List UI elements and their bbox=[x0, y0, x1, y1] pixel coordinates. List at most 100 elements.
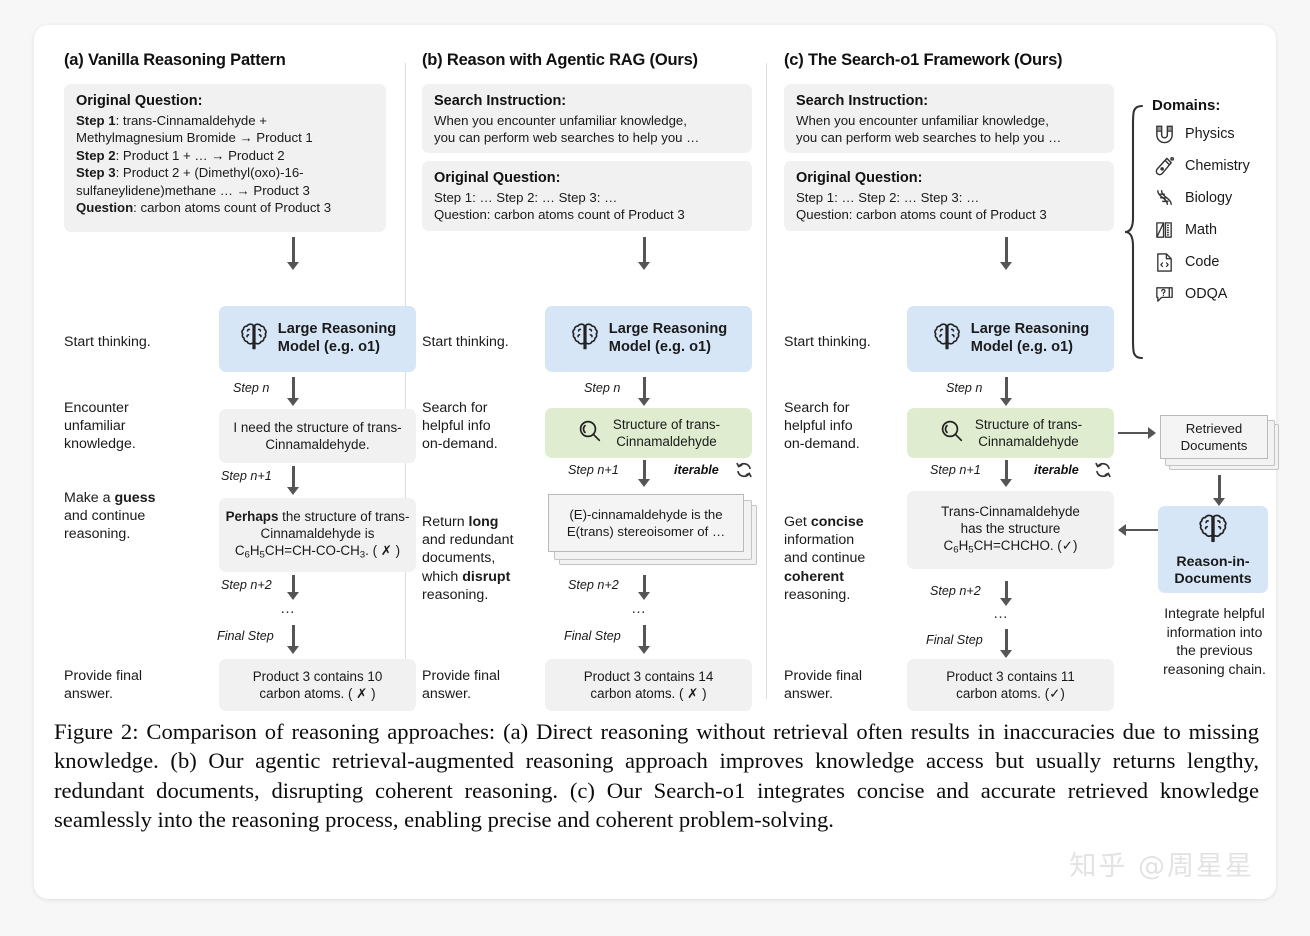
arrow-model-to-search-b bbox=[637, 377, 651, 407]
arrow-to-answer-b bbox=[637, 625, 651, 655]
figure-card: (a) Vanilla Reasoning Pattern Original Q… bbox=[34, 25, 1279, 899]
ellipsis-b: … bbox=[631, 600, 647, 617]
search-instruction-panel-b: Search Instruction: When you encounter u… bbox=[422, 84, 752, 153]
brain-icon bbox=[932, 321, 962, 357]
arrow-search-to-retrieved-docs bbox=[1118, 426, 1156, 440]
brain-icon bbox=[239, 321, 269, 357]
brain-icon bbox=[570, 321, 600, 357]
code-file-icon bbox=[1152, 251, 1176, 273]
domain-label: Physics bbox=[1185, 126, 1235, 142]
domain-label: ODQA bbox=[1185, 286, 1228, 302]
magnet-icon bbox=[1152, 123, 1176, 145]
arrow-docs-to-reason-in-docs bbox=[1212, 475, 1226, 507]
question-bubble-icon bbox=[1152, 283, 1176, 305]
side-label-start-thinking-b: Start thinking. bbox=[422, 334, 509, 350]
thought-node-a-1-text: I need the structure of trans-Cinnamalde… bbox=[233, 419, 402, 452]
arrow-search-to-concise-c bbox=[999, 460, 1013, 488]
step-label-n2-c: Step n+2 bbox=[930, 584, 981, 598]
arrow-question-to-model-c bbox=[999, 237, 1013, 271]
magnifier-icon bbox=[577, 418, 603, 448]
step-label-n-b: Step n bbox=[584, 381, 621, 395]
arrow-model-to-thought-a bbox=[286, 377, 300, 407]
instruction-line-1: When you encounter unfamiliar knowledge, bbox=[434, 113, 687, 128]
concise-info-text-c: Trans-Cinnamaldehyde has the structure C… bbox=[941, 503, 1080, 556]
watermark: 知乎 @周星星 bbox=[1069, 851, 1254, 882]
panel-heading: Original Question: bbox=[796, 170, 923, 186]
brain-icon bbox=[1196, 512, 1230, 550]
column-c-search-o1: (c) The Search-o1 Framework (Ours) Searc… bbox=[784, 51, 1279, 711]
arrow-docs-to-ellipsis-b bbox=[637, 575, 651, 601]
domain-label: Biology bbox=[1185, 190, 1233, 206]
panel-heading: Original Question: bbox=[434, 170, 561, 186]
reason-in-documents-label: Reason-in-Documents bbox=[1174, 553, 1252, 588]
step-label-final-a: Final Step bbox=[217, 629, 274, 643]
domain-item-chemistry: Chemistry bbox=[1152, 150, 1250, 182]
guess-node-a: Perhaps the structure of trans-Cinnamald… bbox=[219, 498, 416, 572]
search-query-node-c: Structure of trans-Cinnamaldehyde bbox=[907, 408, 1114, 458]
domain-item-biology: Biology bbox=[1152, 182, 1250, 214]
refresh-loop-icon bbox=[734, 460, 754, 485]
curly-brace-icon bbox=[1124, 104, 1144, 360]
question-line-2: Question: carbon atoms count of Product … bbox=[796, 207, 1047, 223]
step-label-final-b: Final Step bbox=[564, 629, 621, 643]
domain-label: Math bbox=[1185, 222, 1217, 238]
question-step-1: Step 1: trans-Cinnamaldehyde + Methylmag… bbox=[76, 113, 313, 146]
original-question-panel-c: Original Question: Step 1: … Step 2: … S… bbox=[784, 161, 1114, 231]
question-step-2: Step 2: Product 1 + … → Product 2 bbox=[76, 147, 285, 163]
iterable-label-c: iterable bbox=[1034, 463, 1079, 477]
domain-item-odqa: ODQA bbox=[1152, 278, 1250, 310]
reason-in-documents-node: Reason-in-Documents bbox=[1158, 506, 1268, 593]
step-label-n1-c: Step n+1 bbox=[930, 463, 981, 477]
step-label-n-c: Step n bbox=[946, 381, 983, 395]
side-label-start-thinking-c: Start thinking. bbox=[784, 334, 871, 350]
column-a-vanilla: (a) Vanilla Reasoning Pattern Original Q… bbox=[64, 51, 434, 711]
guess-node-text: Perhaps the structure of trans-Cinnamald… bbox=[225, 508, 410, 561]
column-b-title: (b) Reason with Agentic RAG (Ours) bbox=[422, 51, 698, 69]
question-step-3: Step 3: Product 2 + (Dimethyl(oxo)-16-su… bbox=[76, 165, 310, 198]
question-line-2: Question: carbon atoms count of Product … bbox=[434, 207, 685, 223]
column-b-agentic-rag: (b) Reason with Agentic RAG (Ours) Searc… bbox=[422, 51, 774, 711]
original-question-panel-a: Original Question: Step 1: trans-Cinnama… bbox=[64, 84, 386, 232]
ruler-icon bbox=[1152, 219, 1176, 241]
instruction-line-2: you can perform web searches to help you… bbox=[796, 130, 1062, 146]
step-label-n-a: Step n bbox=[233, 381, 270, 395]
question-line-1: Step 1: … Step 2: … Step 3: … bbox=[796, 190, 980, 205]
domain-item-math: Math bbox=[1152, 214, 1250, 246]
question-line-1: Step 1: … Step 2: … Step 3: … bbox=[434, 190, 618, 205]
arrow-search-to-docs-b bbox=[637, 460, 651, 488]
search-instruction-panel-c: Search Instruction: When you encounter u… bbox=[784, 84, 1114, 153]
panel-heading: Original Question: bbox=[76, 93, 203, 109]
iterable-label-b: iterable bbox=[674, 463, 719, 477]
column-a-title: (a) Vanilla Reasoning Pattern bbox=[64, 51, 286, 69]
step-label-n2-b: Step n+2 bbox=[568, 578, 619, 592]
domains-title: Domains: bbox=[1152, 97, 1221, 114]
step-label-n2-a: Step n+2 bbox=[221, 578, 272, 592]
column-divider-1 bbox=[405, 63, 406, 699]
arrow-to-answer-a bbox=[286, 625, 300, 655]
side-label-start-thinking-a: Start thinking. bbox=[64, 334, 151, 350]
arrow-question-to-model-a bbox=[286, 237, 300, 271]
flask-icon bbox=[1152, 155, 1176, 177]
instruction-line-1: When you encounter unfamiliar knowledge, bbox=[796, 113, 1049, 128]
step-label-final-c: Final Step bbox=[926, 633, 983, 647]
domains-panel: Domains: Physics bbox=[1122, 97, 1272, 372]
step-label-n1-b: Step n+1 bbox=[568, 463, 619, 477]
step-label-n1-a: Step n+1 bbox=[221, 469, 272, 483]
question-question: Question: carbon atoms count of Product … bbox=[76, 200, 332, 216]
search-query-text-b: Structure of trans-Cinnamaldehyde bbox=[612, 416, 721, 449]
